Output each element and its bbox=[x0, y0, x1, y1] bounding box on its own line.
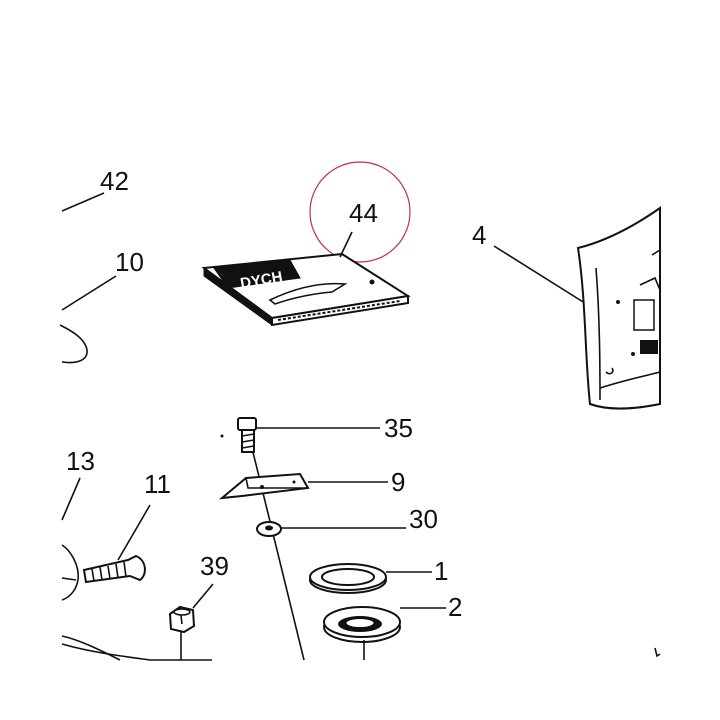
part-39-nut: 39 bbox=[168, 551, 229, 660]
part-4-housing: 4 bbox=[472, 206, 661, 410]
leader-44 bbox=[339, 231, 353, 258]
callout-label-35: 35 bbox=[384, 413, 413, 443]
callout-label-42: 42 bbox=[100, 166, 129, 196]
callout-label-13: 13 bbox=[66, 446, 95, 476]
callout-label-11: 11 bbox=[144, 469, 171, 499]
edge-mark bbox=[654, 647, 661, 658]
callout-10: 10 bbox=[59, 247, 144, 364]
part-35-bolt: 35 bbox=[237, 413, 413, 453]
part-13-body bbox=[61, 544, 80, 601]
base-outline-2 bbox=[61, 635, 121, 661]
part-9-blade: 9 bbox=[218, 467, 405, 500]
part-1-seal: 1 bbox=[309, 556, 448, 594]
part-2-bearing: 2 bbox=[323, 592, 462, 660]
part-10-body bbox=[59, 324, 88, 364]
highlight-circle bbox=[309, 161, 411, 263]
callout-label-30: 30 bbox=[409, 504, 438, 534]
assembly-axis bbox=[249, 439, 305, 661]
part-30-washer: 30 bbox=[256, 504, 438, 537]
part-11-screw: 11 bbox=[82, 469, 171, 584]
part-44-plate: DYCH 44 bbox=[201, 198, 411, 327]
callout-label-10: 10 bbox=[115, 247, 144, 277]
callout-label-1: 1 bbox=[434, 556, 448, 586]
callout-label-39: 39 bbox=[200, 551, 229, 581]
base-outline bbox=[61, 643, 212, 661]
callout-label-44: 44 bbox=[349, 198, 378, 228]
callout-13: 13 bbox=[61, 446, 95, 601]
callout-label-4: 4 bbox=[472, 220, 486, 250]
callout-label-2: 2 bbox=[448, 592, 462, 622]
callout-42: 42 bbox=[61, 166, 129, 212]
callout-label-9: 9 bbox=[391, 467, 405, 497]
